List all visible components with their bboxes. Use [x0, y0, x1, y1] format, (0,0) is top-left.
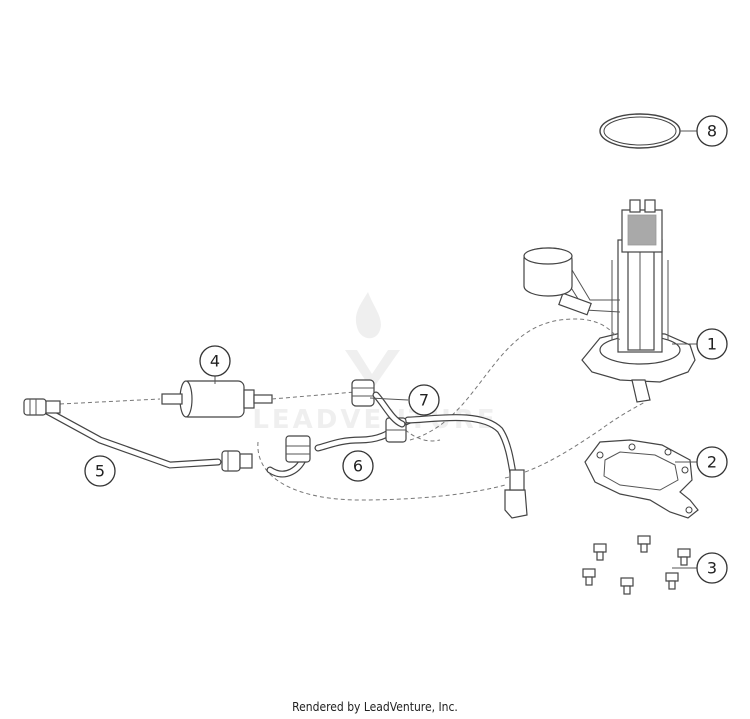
part-fuel-filter — [161, 380, 273, 418]
part-fuel-pump-assembly — [523, 199, 696, 403]
callout-4: 4 — [199, 345, 231, 377]
callout-7: 7 — [408, 384, 440, 416]
callout-6: 6 — [342, 450, 374, 482]
part-hose-left — [23, 398, 253, 472]
svg-text:7: 7 — [419, 391, 429, 410]
svg-text:6: 6 — [353, 457, 363, 476]
flame-icon — [355, 292, 381, 339]
svg-text:5: 5 — [95, 462, 105, 481]
footer-credit: Rendered by LeadVenture, Inc. — [292, 700, 458, 714]
svg-text:3: 3 — [707, 559, 717, 578]
callout-3: 3 — [696, 552, 728, 584]
svg-text:4: 4 — [210, 352, 220, 371]
callout-1: 1 — [696, 328, 728, 360]
part-screws — [582, 535, 691, 595]
callout-2: 2 — [696, 446, 728, 478]
leadventure-watermark: LEADVENTURE — [252, 292, 495, 435]
part-connector — [351, 379, 406, 428]
part-o-ring — [599, 113, 681, 149]
svg-text:2: 2 — [707, 453, 717, 472]
svg-text:8: 8 — [707, 122, 717, 141]
leader-lines — [214, 130, 697, 569]
v-logo-icon — [345, 350, 400, 390]
callout-8: 8 — [696, 115, 728, 147]
assembly-lines — [59, 318, 646, 501]
part-gasket — [584, 439, 699, 519]
callout-5: 5 — [84, 455, 116, 487]
svg-text:1: 1 — [707, 335, 717, 354]
part-hose-middle — [266, 414, 528, 519]
